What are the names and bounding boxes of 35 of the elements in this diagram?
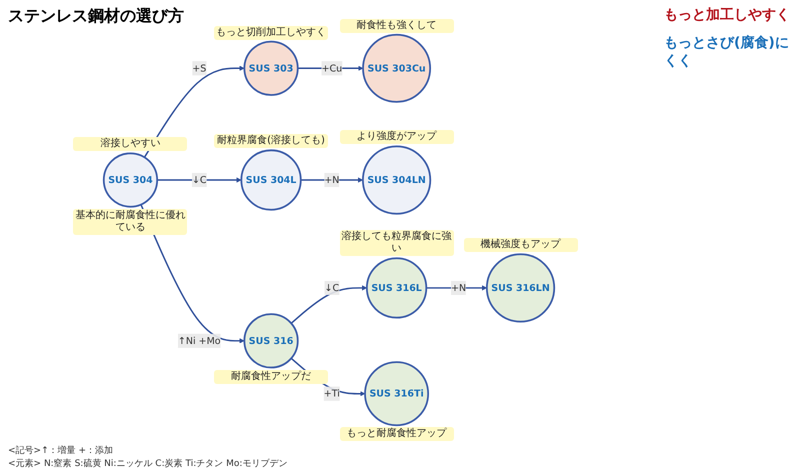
edge-label: ↑Ni +Mo <box>178 334 221 346</box>
edge-label: +Cu <box>322 62 342 74</box>
edge-label: +N <box>451 282 466 294</box>
comment-text: 基本的に耐腐食性に優れている <box>73 208 188 235</box>
edge-label: ↓C <box>324 282 340 294</box>
heading-text: もっとさび(腐食)にくく <box>664 34 790 70</box>
comment-text: 溶接しても粒界腐食に強い <box>340 230 454 256</box>
note-text: <記号>↑：増量 +：添加 <box>8 444 114 457</box>
node-circle: SUS 304LN <box>362 145 432 215</box>
edge-label: +Ti <box>324 388 340 400</box>
edge-label: +S <box>192 62 206 74</box>
node-circle: SUS 316Ti <box>364 361 430 426</box>
comment-text: 耐食性も強くして <box>340 18 454 33</box>
node-circle: SUS 316 <box>243 313 299 368</box>
node-circle: SUS 304L <box>240 149 302 211</box>
node-circle: SUS 316L <box>366 257 428 319</box>
note-text: <元素> N:窒素 S:硫黄 Ni:ニッケル C:炭素 Ti:チタン Mo:モリブデン <box>8 458 288 470</box>
comment-text: 溶接しやすい <box>73 137 188 152</box>
node-circle: SUS 316LN <box>486 253 556 322</box>
diagram-title: ステンレス鋼材の選び方 <box>8 6 184 27</box>
arrow <box>144 66 245 158</box>
edge-label: ↓C <box>192 174 207 186</box>
comment-text: 機械強度もアップ <box>464 238 578 252</box>
node-circle: SUS 304 <box>102 152 158 208</box>
arrow <box>157 177 242 183</box>
comment-text: もっと切削加工しやすく <box>214 26 328 40</box>
edge-label: +N <box>324 174 340 186</box>
heading-text: もっと加工しやすく <box>664 6 791 24</box>
comment-text: より強度がアップ <box>340 130 454 144</box>
comment-text: もっと耐腐食性アップ <box>340 427 454 442</box>
comment-text: 耐粒界腐食(溶接しても) <box>214 134 328 148</box>
node-circle: SUS 303Cu <box>362 34 432 103</box>
comment-text: 耐腐食性アップだ <box>214 370 328 384</box>
node-circle: SUS 303 <box>243 40 299 96</box>
arrow <box>290 285 368 324</box>
